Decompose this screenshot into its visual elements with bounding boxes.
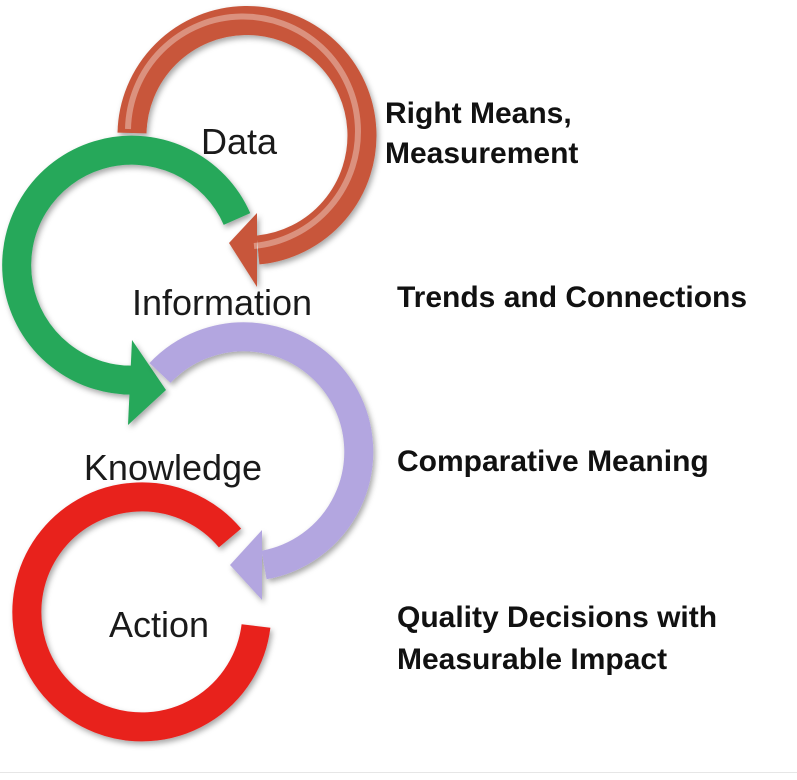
description-action-line-1: Quality Decisions with (397, 601, 717, 634)
action-arrow (12, 482, 271, 742)
stage-label-action: Action (109, 604, 209, 645)
description-data: Right Means, Measurement (385, 97, 580, 170)
bottom-divider (0, 772, 797, 773)
description-information: Trends and Connections (397, 281, 747, 314)
description-knowledge: Comparative Meaning (397, 445, 709, 478)
knowledge-arrow (149, 322, 374, 600)
description-data-line-1: Right Means, (385, 97, 572, 130)
stage-label-knowledge: Knowledge (84, 447, 262, 488)
information-arrow (2, 135, 251, 425)
stage-label-data: Data (201, 121, 278, 162)
description-knowledge-line-1: Comparative Meaning (397, 445, 709, 478)
description-information-line-1: Trends and Connections (397, 281, 747, 314)
description-action-line-2: Measurable Impact (397, 643, 667, 676)
stage-label-information: Information (132, 282, 312, 323)
description-action: Quality Decisions with Measurable Impact (397, 601, 725, 676)
data-arrow (117, 6, 377, 287)
description-data-line-2: Measurement (385, 137, 578, 170)
